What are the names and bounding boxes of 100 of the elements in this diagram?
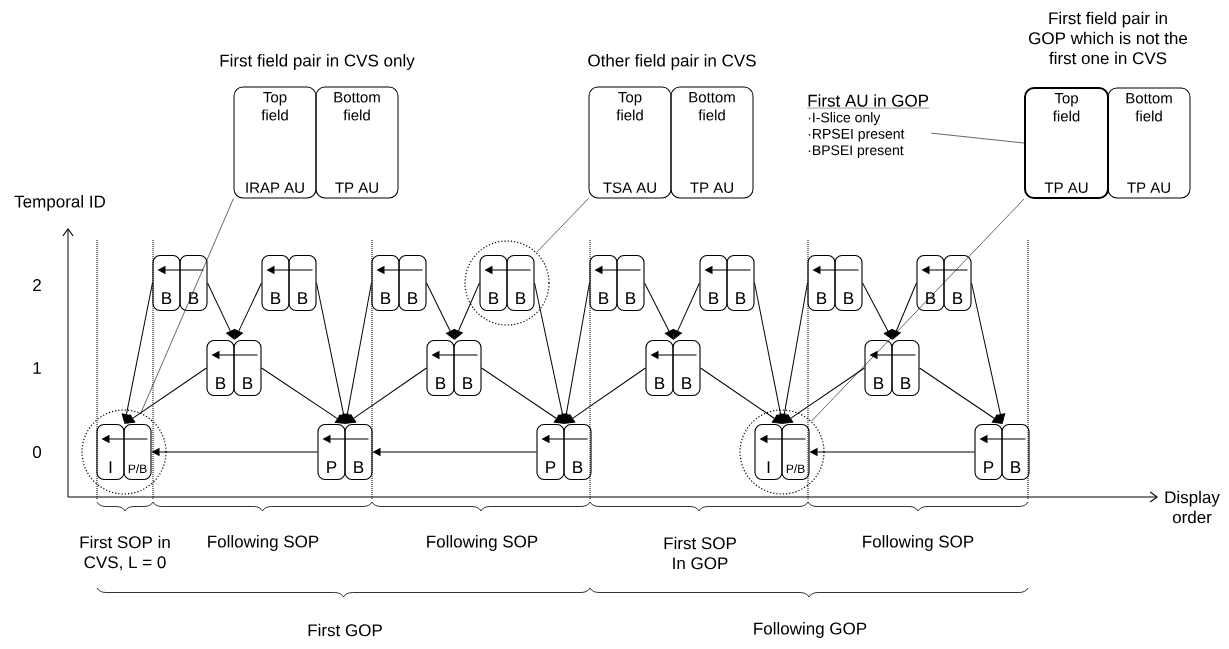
field-box: B xyxy=(864,339,893,397)
axis-label: Temporal ID xyxy=(14,195,105,211)
arrow xyxy=(261,367,346,424)
leader-line xyxy=(536,198,589,253)
callout-box: Top field IRAP AU xyxy=(233,86,317,199)
arrow xyxy=(426,282,455,340)
brace-label: First SOP In GOP xyxy=(664,536,736,570)
field-box: B xyxy=(616,254,645,312)
arrow xyxy=(342,282,372,424)
arrow xyxy=(919,367,1003,424)
arrow xyxy=(207,282,235,340)
field-box: B xyxy=(371,254,400,312)
arrow xyxy=(673,282,700,340)
callout-box: Top field TP AU xyxy=(1024,87,1109,199)
field-box: B xyxy=(726,254,755,312)
field-box: B xyxy=(891,339,920,397)
arrow xyxy=(377,266,423,274)
arrow xyxy=(485,266,531,274)
field-box: B xyxy=(206,339,235,397)
field-box: B xyxy=(943,254,972,312)
arrow xyxy=(779,282,808,424)
arrow xyxy=(971,282,1006,424)
arrow xyxy=(373,448,537,456)
field-box: P xyxy=(317,423,346,481)
arrow xyxy=(980,435,1026,443)
highlight-circle xyxy=(464,240,550,326)
field-box: I xyxy=(754,423,783,481)
arrow xyxy=(432,351,478,359)
arrow xyxy=(561,282,590,424)
field-box: B xyxy=(672,339,701,397)
highlight-circle xyxy=(739,409,825,495)
field-box: B xyxy=(288,254,317,312)
callout-box: Bottom field TP AU xyxy=(1107,87,1191,199)
field-box: B xyxy=(1001,423,1030,481)
field-box: B xyxy=(699,254,728,312)
highlight-circle xyxy=(81,409,167,495)
brace-label: Following SOP xyxy=(208,535,319,551)
arrow xyxy=(152,448,318,456)
field-box: B xyxy=(589,254,618,312)
arrow xyxy=(595,266,641,274)
callout-box: Bottom field TP AU xyxy=(670,86,754,199)
leader-line xyxy=(140,198,234,414)
field-box: B xyxy=(261,254,290,312)
arrow xyxy=(705,266,751,274)
arrow xyxy=(346,367,427,424)
callout-box: Top field TSA AU xyxy=(588,86,672,199)
callout-box: Bottom field TP AU xyxy=(315,86,399,199)
heading: First field pair in GOP which is not the first one in CVS xyxy=(1029,11,1188,65)
brace-label: First SOP in CVS, L = 0 xyxy=(80,535,170,571)
arrow xyxy=(267,266,313,274)
arrow xyxy=(783,367,865,424)
arrow xyxy=(700,367,783,424)
leader-line xyxy=(930,132,1025,144)
brace-label: First GOP xyxy=(308,623,382,637)
arrow xyxy=(862,282,893,340)
arrow xyxy=(891,282,917,340)
arrow xyxy=(813,266,859,274)
arrow xyxy=(323,435,369,443)
brace-label: Following SOP xyxy=(863,535,974,551)
brace-label: Following GOP xyxy=(754,622,867,638)
field-box: B xyxy=(506,254,535,312)
field-box: P xyxy=(974,423,1003,481)
field-box: B xyxy=(834,254,863,312)
arrow xyxy=(644,282,674,340)
arrow xyxy=(565,367,646,424)
field-box: B xyxy=(479,254,508,312)
field-box: B xyxy=(344,423,373,481)
field-box: B xyxy=(398,254,427,312)
arrow xyxy=(542,435,588,443)
field-box: B xyxy=(152,254,181,312)
arrow xyxy=(102,435,148,443)
field-box: B xyxy=(179,254,208,312)
note-text: First AU in GOP ·I-Slice only ·RPSEI present ·BPSEI present xyxy=(807,94,930,158)
field-box: B xyxy=(807,254,836,312)
field-box: B xyxy=(233,339,262,397)
arrow xyxy=(810,448,975,456)
field-box: B xyxy=(563,423,592,481)
tick-label: 0 xyxy=(32,446,42,459)
brace-label: Following SOP xyxy=(427,535,538,551)
field-box: B xyxy=(426,339,455,397)
field-box: I xyxy=(96,423,125,481)
arrow xyxy=(760,435,806,443)
arrow xyxy=(481,367,565,424)
tick-label: 1 xyxy=(33,362,41,374)
field-box: P/B xyxy=(781,423,810,481)
arrow xyxy=(922,266,968,274)
field-box: P xyxy=(536,423,565,481)
axis-label: Display order xyxy=(1165,490,1220,524)
heading: First field pair in CVS only xyxy=(220,54,415,70)
field-box: P/B xyxy=(123,423,152,481)
leader-line xyxy=(811,198,1025,422)
field-box: B xyxy=(916,254,945,312)
arrow xyxy=(121,282,153,424)
arrow xyxy=(453,282,480,340)
arrow xyxy=(212,351,258,359)
arrow xyxy=(158,266,204,274)
field-box: B xyxy=(453,339,482,397)
heading: Other field pair in CVS xyxy=(588,54,756,70)
arrow xyxy=(234,282,262,340)
arrow xyxy=(870,351,916,359)
